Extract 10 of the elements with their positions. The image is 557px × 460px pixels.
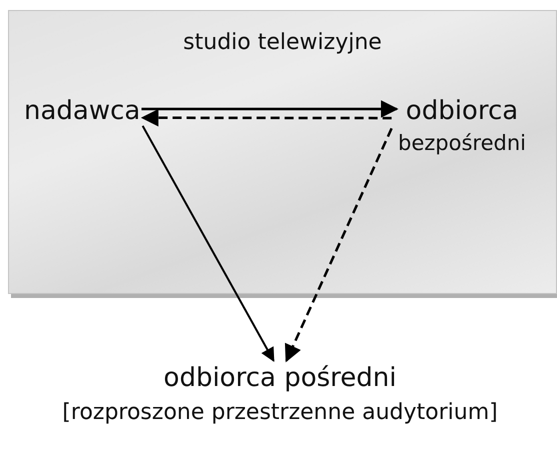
node-label: odbiorca bbox=[406, 95, 518, 128]
node-label: nadawca bbox=[24, 95, 140, 128]
arrow bbox=[142, 125, 274, 362]
node-label: studio telewizyjne bbox=[183, 29, 382, 56]
arrow bbox=[284, 128, 393, 362]
node-label: bezpośredni bbox=[398, 130, 526, 156]
node-label: odbiorca pośredni bbox=[164, 362, 396, 394]
arrow bbox=[142, 100, 398, 118]
node-label: [rozproszone przestrzenne audytorium] bbox=[62, 398, 498, 426]
arrow bbox=[140, 109, 392, 127]
